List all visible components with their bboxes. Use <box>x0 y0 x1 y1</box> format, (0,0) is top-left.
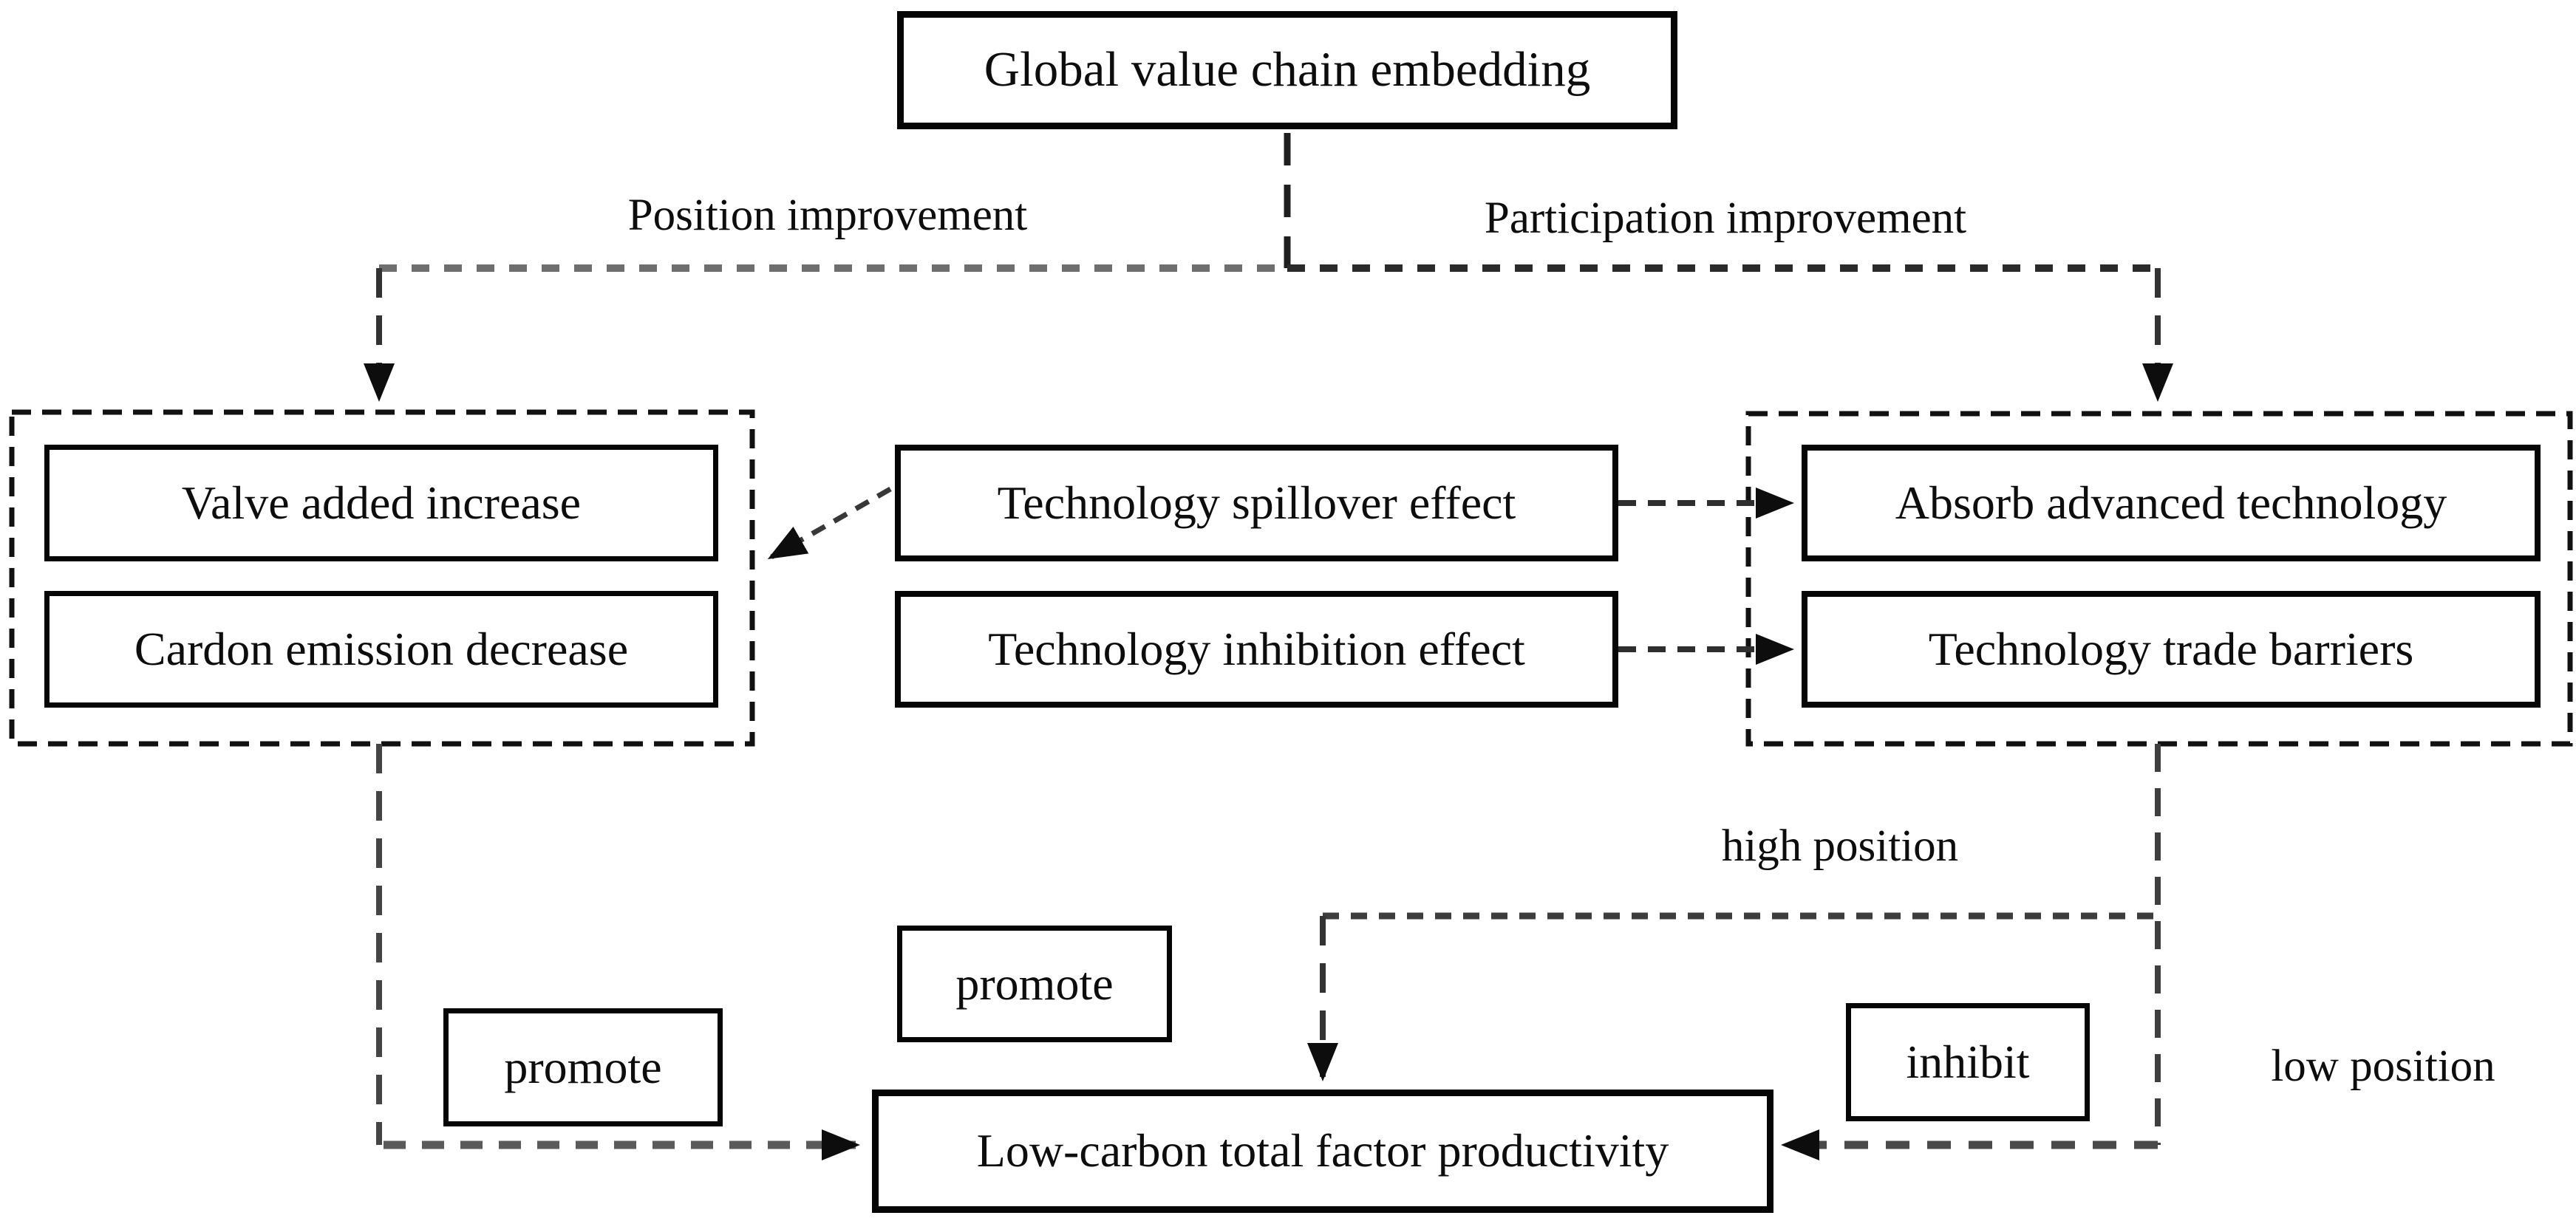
node-promote-left: promote <box>443 1008 723 1126</box>
node-technology-trade-barriers: Technology trade barriers <box>1802 591 2541 708</box>
node-inhibit: inhibit <box>1846 1003 2090 1121</box>
node-absorb-advanced-technology: Absorb advanced technology <box>1802 445 2541 561</box>
node-global-value-chain-embedding: Global value chain embedding <box>897 11 1677 129</box>
label-high-position: high position <box>1721 821 1959 871</box>
label-position-improvement: Position improvement <box>627 191 1028 240</box>
node-low-carbon-total-factor-productivity: Low-carbon total factor productivity <box>872 1090 1773 1213</box>
edge-spillover-to-left-group <box>767 486 892 560</box>
node-carbon-emission-decrease: Cardon emission decrease <box>44 591 718 708</box>
node-technology-inhibition-effect: Technology inhibition effect <box>895 591 1618 708</box>
label-low-position: low position <box>2271 1042 2495 1091</box>
node-promote-center: promote <box>897 926 1172 1042</box>
node-valve-added-increase: Valve added increase <box>44 445 718 561</box>
node-technology-spillover-effect: Technology spillover effect <box>895 445 1618 561</box>
label-participation-improvement: Participation improvement <box>1484 194 1967 243</box>
